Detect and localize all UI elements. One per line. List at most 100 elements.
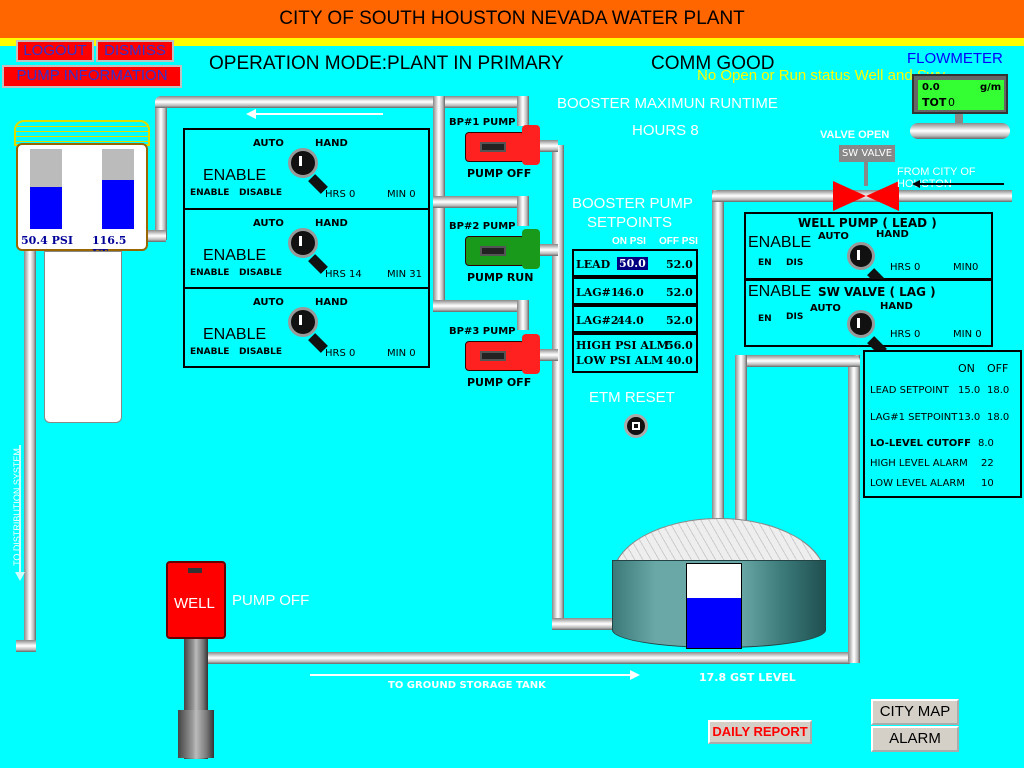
booster-pump-2[interactable] [465, 236, 525, 266]
from-city-arrow-line [916, 183, 1004, 185]
control-mode: ENABLE [203, 167, 267, 184]
enable-button[interactable]: ENABLE [190, 347, 230, 357]
lag1-on-value[interactable]: 46.0 [617, 286, 644, 299]
hand-label: HAND [876, 229, 909, 240]
high-level-alarm-value[interactable]: 22 [981, 458, 994, 469]
gst-level-label: 17.8 GST LEVEL [699, 671, 796, 684]
runtime-minutes: MIN 31 [387, 269, 422, 280]
booster-pump-1[interactable] [465, 132, 525, 162]
left-arrow-icon [246, 109, 256, 119]
lead-setpoint-off[interactable]: 18.0 [987, 385, 1010, 396]
low-level-alarm-value[interactable]: 10 [981, 478, 994, 489]
pump-discharge-stub [540, 244, 558, 256]
auto-label: AUTO [253, 138, 284, 149]
page-title: CITY OF SOUTH HOUSTON NEVADA WATER PLANT [279, 8, 745, 29]
well-pump-panel: WELL PUMP ( LEAD ) ENABLE AUTO HAND EN D… [744, 212, 993, 280]
disable-button[interactable]: DISABLE [239, 188, 283, 198]
dis-button[interactable]: DIS [786, 258, 804, 268]
bp3-suction-pipe [433, 300, 523, 312]
tank-inlet-pipe [148, 230, 166, 242]
well-bowl [178, 710, 214, 758]
to-ground-storage-label: TO GROUND STORAGE TANK [388, 680, 546, 691]
gst-inlet-drop [735, 355, 747, 523]
bp3-drop-pipe [517, 300, 529, 330]
well-pump-selector-knob[interactable] [847, 242, 875, 270]
daily-report-button[interactable]: DAILY REPORT [708, 720, 812, 744]
discharge-header-pipe [155, 96, 525, 108]
well-pump-motor[interactable]: WELL [166, 561, 226, 639]
control-mode: ENABLE [203, 247, 267, 264]
flow-rate: 0.0 [922, 82, 940, 93]
tank-column [44, 251, 122, 423]
on-psi-header: ON PSI [612, 236, 646, 247]
setpoint-label: LEAD [576, 258, 611, 271]
hand-auto-selector-knob[interactable] [288, 228, 318, 258]
pressure-fill [30, 186, 62, 229]
lag1-off-value[interactable]: 52.0 [666, 286, 693, 299]
valve-icon-left[interactable] [833, 181, 866, 211]
enable-button[interactable]: ENABLE [190, 188, 230, 198]
well-pump-mode: ENABLE [748, 234, 812, 251]
elevated-tank: 50.4 PSI 116.5 FT [16, 143, 148, 260]
hand-auto-selector-knob[interactable] [288, 307, 318, 337]
lag1-setpoint-off[interactable]: 18.0 [987, 412, 1010, 423]
high-psi-alarm-label: HIGH PSI ALM [576, 339, 669, 352]
booster-control-3: AUTO HAND ENABLE ENABLE DISABLE HRS 0 MI… [185, 287, 428, 365]
sw-valve-mode: ENABLE [748, 283, 812, 300]
flow-total-label: TOT [922, 96, 947, 109]
booster-pump-status: PUMP OFF [467, 167, 532, 180]
lag2-on-value[interactable]: 44.0 [617, 314, 644, 327]
operation-mode: OPERATION MODE:PLANT IN PRIMARY [209, 53, 564, 74]
bp1-drop-pipe [517, 96, 529, 126]
lo-level-cutoff-value[interactable]: 8.0 [978, 438, 994, 449]
logout-button[interactable]: LOGOUT [16, 40, 94, 62]
pump-information-button[interactable]: PUMP INFORMATION [2, 65, 182, 88]
flowmeter-pipe [910, 123, 1010, 139]
lead-on-input[interactable]: 50.0 [617, 257, 648, 270]
sw-valve-label: SW VALVE [839, 145, 895, 162]
auto-label: AUTO [253, 297, 284, 308]
setpoint-row-lag1: LAG#1 46.0 52.0 [572, 277, 698, 305]
en-button[interactable]: EN [758, 258, 772, 268]
low-psi-alarm-value[interactable]: 40.0 [666, 354, 693, 367]
bp2-drop-pipe [517, 196, 529, 226]
lead-off-value[interactable]: 52.0 [666, 258, 693, 271]
booster-runtime-label: BOOSTER MAXIMUN RUNTIME [557, 95, 778, 112]
runtime-hours: HRS 14 [325, 269, 362, 280]
enable-button[interactable]: ENABLE [190, 268, 230, 278]
booster-runtime-hours: HOURS 8 [632, 122, 699, 139]
valve-icon-right[interactable] [866, 181, 899, 211]
setpoints-title: BOOSTER PUMP [572, 195, 693, 212]
alarm-button[interactable]: ALARM [871, 726, 959, 752]
setpoint-label: LAG#1 [576, 286, 619, 299]
lag2-off-value[interactable]: 52.0 [666, 314, 693, 327]
disable-button[interactable]: DISABLE [239, 268, 283, 278]
flow-arrow-line [248, 113, 383, 115]
booster-pump-name: BP#2 PUMP [449, 221, 516, 232]
dis-button[interactable]: DIS [786, 312, 804, 322]
level-fill [102, 180, 134, 229]
hand-auto-selector-knob[interactable] [288, 148, 318, 178]
booster-control-2: AUTO HAND ENABLE ENABLE DISABLE HRS 14 M… [185, 208, 428, 286]
city-map-button[interactable]: CITY MAP [871, 699, 959, 725]
sw-valve-selector-knob[interactable] [847, 310, 875, 338]
booster-pump-status: PUMP OFF [467, 376, 532, 389]
high-level-alarm-label: HIGH LEVEL ALARM [870, 458, 968, 469]
booster-pump-3[interactable] [465, 341, 525, 371]
reset-icon [632, 422, 640, 430]
elevated-tank-feed-pipe [155, 100, 167, 240]
dismiss-button[interactable]: DISMISS [96, 40, 174, 62]
down-arrow-icon [15, 572, 25, 581]
high-psi-alarm-value[interactable]: 56.0 [666, 339, 693, 352]
etm-reset-button[interactable] [624, 414, 648, 438]
disable-button[interactable]: DISABLE [239, 347, 283, 357]
sw-valve-panel: ENABLE SW VALVE ( LAG ) AUTO HAND EN DIS… [744, 279, 993, 347]
pump-nameplate-icon [480, 246, 506, 256]
pressure-gauge [30, 149, 62, 229]
en-button[interactable]: EN [758, 314, 772, 324]
lead-setpoint-on[interactable]: 15.0 [958, 385, 981, 396]
lag1-setpoint-on[interactable]: 13.0 [958, 412, 981, 423]
gst-outlet-pipe [552, 618, 612, 630]
pump-volute [522, 125, 540, 165]
gst-setpoints-panel: ON OFF LEAD SETPOINT 15.0 18.0 LAG#1 SET… [863, 350, 1022, 498]
